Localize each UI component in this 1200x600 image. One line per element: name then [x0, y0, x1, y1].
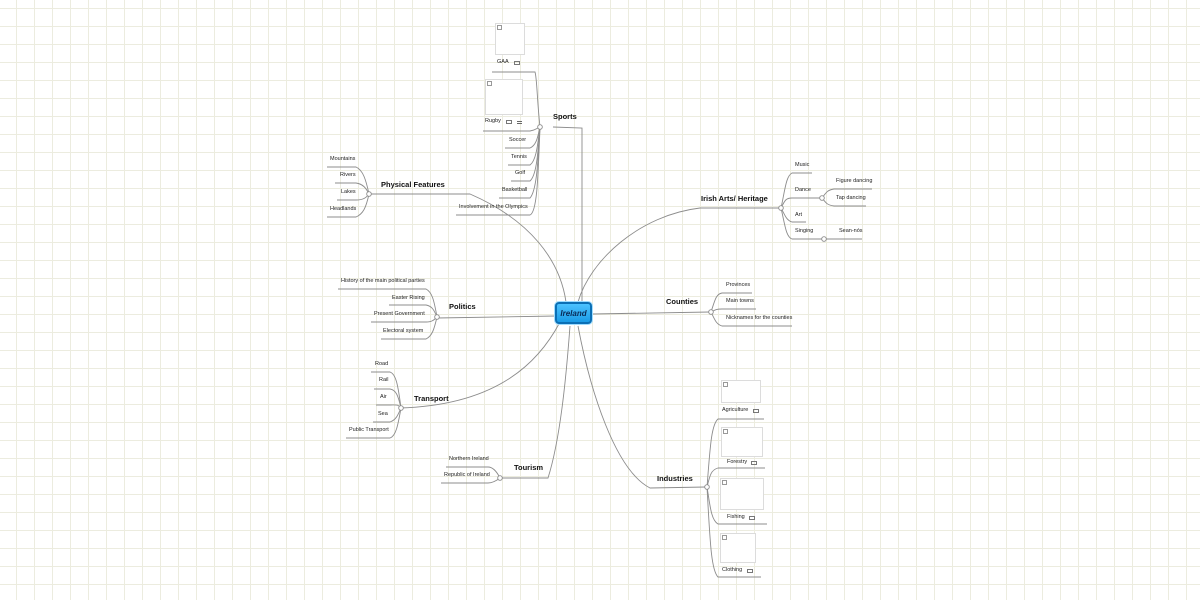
node-golf[interactable]: Golf [515, 170, 526, 176]
branch-physical-features[interactable]: Physical Features [381, 180, 445, 189]
branch-industries[interactable]: Industries [657, 474, 693, 483]
broken-image-icon [487, 81, 492, 86]
node-air[interactable]: Air [380, 394, 387, 400]
node-provinces[interactable]: Provinces [726, 282, 751, 288]
node-sean-nos[interactable]: Sean-nós [839, 228, 863, 234]
node-agriculture[interactable]: Agriculture [722, 407, 749, 413]
gaa-image [495, 23, 525, 55]
root-label: Ireland [560, 308, 587, 318]
node-electoral-system[interactable]: Electoral system [383, 328, 424, 334]
node-singing[interactable]: Singing [795, 228, 814, 234]
node-public-transport[interactable]: Public Transport [349, 427, 389, 433]
image-icon [751, 461, 757, 465]
branch-tourism[interactable]: Tourism [514, 463, 544, 472]
node-olympics[interactable]: Involvement in the Olympics [459, 204, 528, 210]
branch-counties[interactable]: Counties [666, 297, 699, 306]
image-icon [753, 409, 759, 413]
image-icon [506, 120, 512, 124]
node-sea[interactable]: Sea [378, 411, 388, 417]
branch-transport[interactable]: Transport [414, 394, 449, 403]
node-easter-rising[interactable]: Easter Rising [392, 295, 425, 301]
node-present-government[interactable]: Present Government [374, 311, 425, 317]
broken-image-icon [722, 535, 727, 540]
node-forestry[interactable]: Forestry [727, 459, 748, 465]
broken-image-icon [723, 429, 728, 434]
node-main-towns[interactable]: Main towns [726, 298, 754, 304]
node-rugby[interactable]: Rugby [485, 118, 501, 124]
node-mountains[interactable]: Mountains [330, 156, 356, 162]
node-gaa[interactable]: GAA [497, 59, 509, 65]
node-soccer[interactable]: Soccer [509, 137, 527, 143]
clothing-image [720, 533, 756, 563]
node-figure-dancing[interactable]: Figure dancing [836, 178, 873, 184]
node-nicknames[interactable]: Nicknames for the counties [726, 315, 793, 321]
node-rivers[interactable]: Rivers [340, 172, 356, 178]
note-icon [517, 120, 523, 124]
image-icon [749, 516, 755, 520]
node-tennis[interactable]: Tennis [511, 154, 527, 160]
node-political-parties[interactable]: History of the main political parties [341, 278, 425, 284]
rugby-image [485, 79, 523, 115]
node-dance[interactable]: Dance [795, 187, 811, 193]
image-icon [514, 61, 520, 65]
branch-politics[interactable]: Politics [449, 302, 476, 311]
node-lakes[interactable]: Lakes [341, 189, 356, 195]
node-rail[interactable]: Rail [379, 377, 389, 383]
fishing-image [720, 478, 764, 510]
broken-image-icon [497, 25, 502, 30]
node-clothing[interactable]: Clothing [722, 567, 743, 573]
node-northern-ireland[interactable]: Northern Ireland [449, 456, 489, 462]
broken-image-icon [722, 480, 727, 485]
node-republic-of-ireland[interactable]: Republic of Ireland [444, 472, 490, 478]
root-node[interactable]: Ireland [555, 302, 592, 324]
node-tap-dancing[interactable]: Tap dancing [836, 195, 866, 201]
branch-sports[interactable]: Sports [553, 112, 577, 121]
branch-irish-arts-heritage[interactable]: Irish Arts/ Heritage [701, 194, 768, 203]
image-icon [747, 569, 753, 573]
node-road[interactable]: Road [375, 361, 389, 367]
node-art[interactable]: Art [795, 212, 803, 218]
agriculture-image [721, 380, 761, 403]
node-fishing[interactable]: Fishing [727, 514, 745, 520]
node-headlands[interactable]: Headlands [330, 206, 357, 212]
broken-image-icon [723, 382, 728, 387]
node-basketball[interactable]: Basketball [502, 187, 528, 193]
forestry-image [721, 427, 763, 457]
node-music[interactable]: Music [795, 162, 810, 168]
